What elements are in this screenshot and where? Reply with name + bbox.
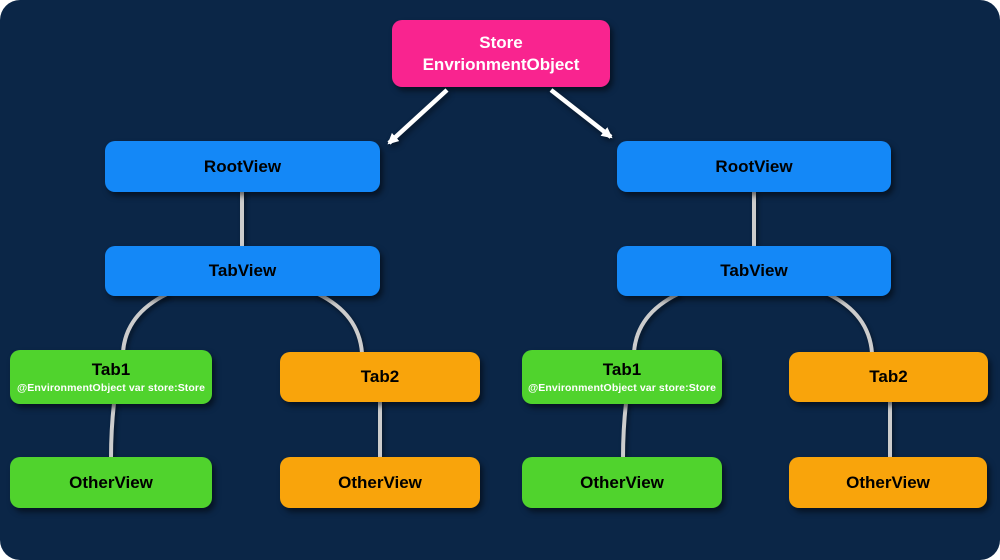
node-rootview-right: RootView [617,141,891,192]
node-otherview-right-green: OtherView [522,457,722,508]
rootview-right-label: RootView [715,156,793,176]
store-node-label-line1: Store [479,33,523,53]
edge-store-rootview-right-arrow [549,88,613,139]
otherview-left-green-label: OtherView [69,472,153,492]
edge-store-rootview-left-arrow [387,88,449,145]
node-tabview-left: TabView [105,246,380,296]
tab1-right-label: Tab1 [602,359,642,379]
node-tabview-right: TabView [617,246,891,296]
otherview-right-orange-label: OtherView [846,472,930,492]
node-store-environmentobject: Store EnvrionmentObject [392,20,610,87]
node-rootview-left: RootView [105,141,380,192]
tabview-right-label: TabView [720,261,788,281]
edge-tabview-tab1-left [121,292,169,354]
node-tab1-right: Tab1 @EnvironmentObject var store:Store [522,350,722,404]
edge-tab1-otherview-right [621,401,628,460]
edge-tabview-tab1-right [632,292,680,354]
tab1-right-sublabel: @EnvironmentObject var store:Store [527,382,717,395]
tab2-right-label: Tab2 [869,367,908,387]
edge-tabview-tab2-right [826,292,874,355]
node-tab2-left: Tab2 [280,352,480,402]
tabview-left-label: TabView [208,261,277,281]
node-otherview-left-orange: OtherView [280,457,480,508]
node-otherview-left-green: OtherView [10,457,212,508]
edge-tabview-tab2-left [316,292,364,355]
tab2-left-label: Tab2 [360,367,400,387]
node-tab2-right: Tab2 [789,352,988,402]
otherview-left-orange-label: OtherView [338,472,422,492]
store-node-label-line2: EnvrionmentObject [422,54,580,74]
node-otherview-right-orange: OtherView [789,457,987,508]
otherview-right-green-label: OtherView [580,472,664,492]
tab1-left-label: Tab1 [91,359,131,379]
node-tab1-left: Tab1 @EnvironmentObject var store:Store [10,350,212,404]
rootview-left-label: RootView [203,156,282,176]
edge-tab1-otherview-left [109,401,116,460]
tab1-left-sublabel: @EnvironmentObject var store:Store [16,382,206,395]
